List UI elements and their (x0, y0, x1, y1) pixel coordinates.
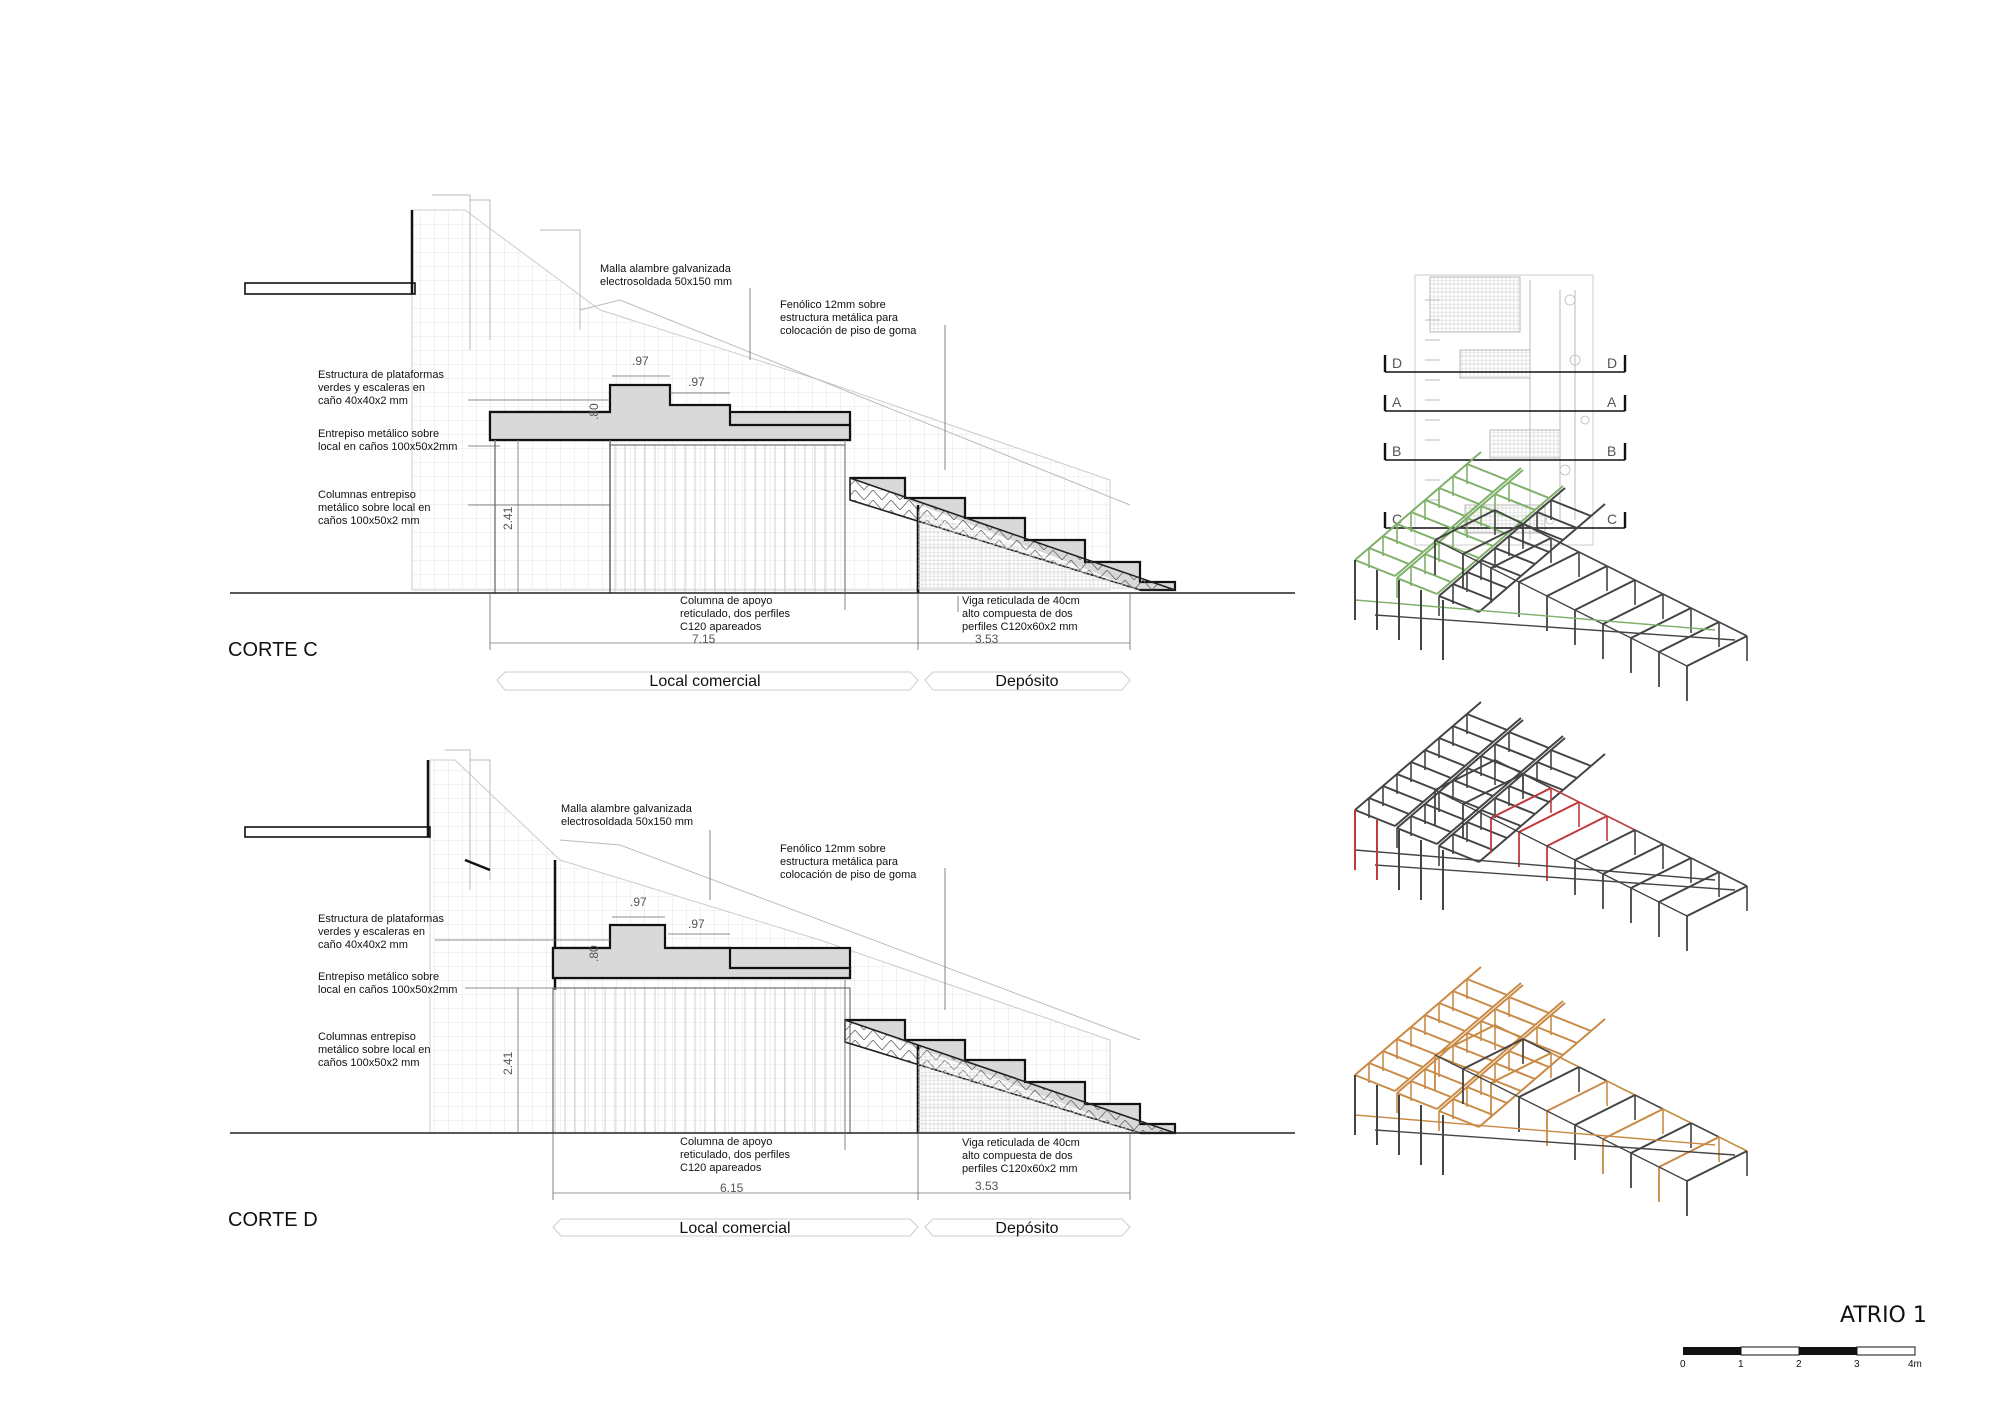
platform-steps (488, 383, 852, 442)
zone-deposito: Depósito (995, 1220, 1058, 1237)
plan-outline (1414, 274, 1594, 546)
zone-bracket-deposito (924, 1218, 1131, 1237)
platform-steps (551, 923, 852, 980)
cut-label-c-right: C (1607, 511, 1617, 527)
plan-details (1425, 280, 1576, 540)
scale-tick-0: 0 (1680, 1359, 1686, 1370)
plan-grid-band-2 (1489, 429, 1561, 459)
plan-circles (1545, 294, 1590, 525)
local-facade (609, 444, 846, 594)
sheet-title: ATRIO 1 (1840, 1303, 1927, 1328)
zone-local: Local comercial (679, 1220, 790, 1237)
axonometric-red (1354, 701, 1748, 951)
scale-bar: 0 1 2 3 4m (1680, 1346, 1922, 1370)
axonometric-views (1354, 451, 1748, 1216)
axonometric-green (1354, 451, 1748, 701)
plan-grid-band-1 (1459, 349, 1531, 379)
plan-grid-top (1429, 276, 1521, 333)
dim-height: 2.41 (501, 1051, 515, 1075)
cut-label-c-left: C (1392, 511, 1402, 527)
zone-bracket-local (496, 671, 919, 691)
scale-tick-2: 2 (1796, 1359, 1802, 1370)
deposit-hatch (918, 510, 1140, 590)
deposit-hatch (918, 1050, 1140, 1133)
dim-step-mid: .97 (688, 375, 705, 389)
cut-line-b: B B (1383, 443, 1627, 461)
cut-line-c: C C (1383, 511, 1627, 529)
dim-local-width: 6.15 (720, 1181, 744, 1195)
zone-local: Local comercial (649, 673, 760, 690)
section-title-c: CORTE C (228, 639, 318, 661)
scale-tick-3: 3 (1854, 1359, 1860, 1370)
cut-label-a-right: A (1607, 394, 1617, 410)
dim-local-width: 7.15 (692, 632, 716, 646)
axonometric-orange (1354, 966, 1748, 1216)
cut-label-a-left: A (1392, 394, 1402, 410)
background-profile (445, 749, 1141, 1041)
cut-label-b-left: B (1392, 443, 1401, 459)
dim-deposito-width: 3.53 (975, 1179, 999, 1193)
dim-step-h: .80 (587, 945, 601, 962)
zone-bracket-deposito (924, 671, 1131, 691)
dim-height: 2.41 (501, 506, 515, 530)
local-facade (552, 987, 851, 1134)
scale-tick-4: 4m (1908, 1359, 1922, 1370)
cut-line-d: D D (1383, 355, 1627, 373)
mesh-ramp (411, 209, 1111, 591)
cut-label-d-left: D (1392, 355, 1402, 371)
dim-step-top: .97 (630, 895, 647, 909)
background-profile (432, 194, 1131, 506)
section-title-d: CORTE D (228, 1209, 318, 1231)
zone-deposito: Depósito (995, 673, 1058, 690)
cut-label-d-right: D (1607, 355, 1617, 371)
dim-step-top: .97 (632, 354, 649, 368)
zone-bracket-local (552, 1218, 919, 1237)
dim-deposito-width: 3.53 (975, 632, 999, 646)
cut-line-a: A A (1383, 394, 1627, 412)
dim-step-h: .80 (587, 403, 601, 420)
existing-slab (244, 826, 431, 838)
cut-label-b-right: B (1607, 443, 1616, 459)
scale-tick-1: 1 (1738, 1359, 1744, 1370)
dim-step-mid: .97 (688, 917, 705, 931)
existing-slab (244, 282, 416, 295)
